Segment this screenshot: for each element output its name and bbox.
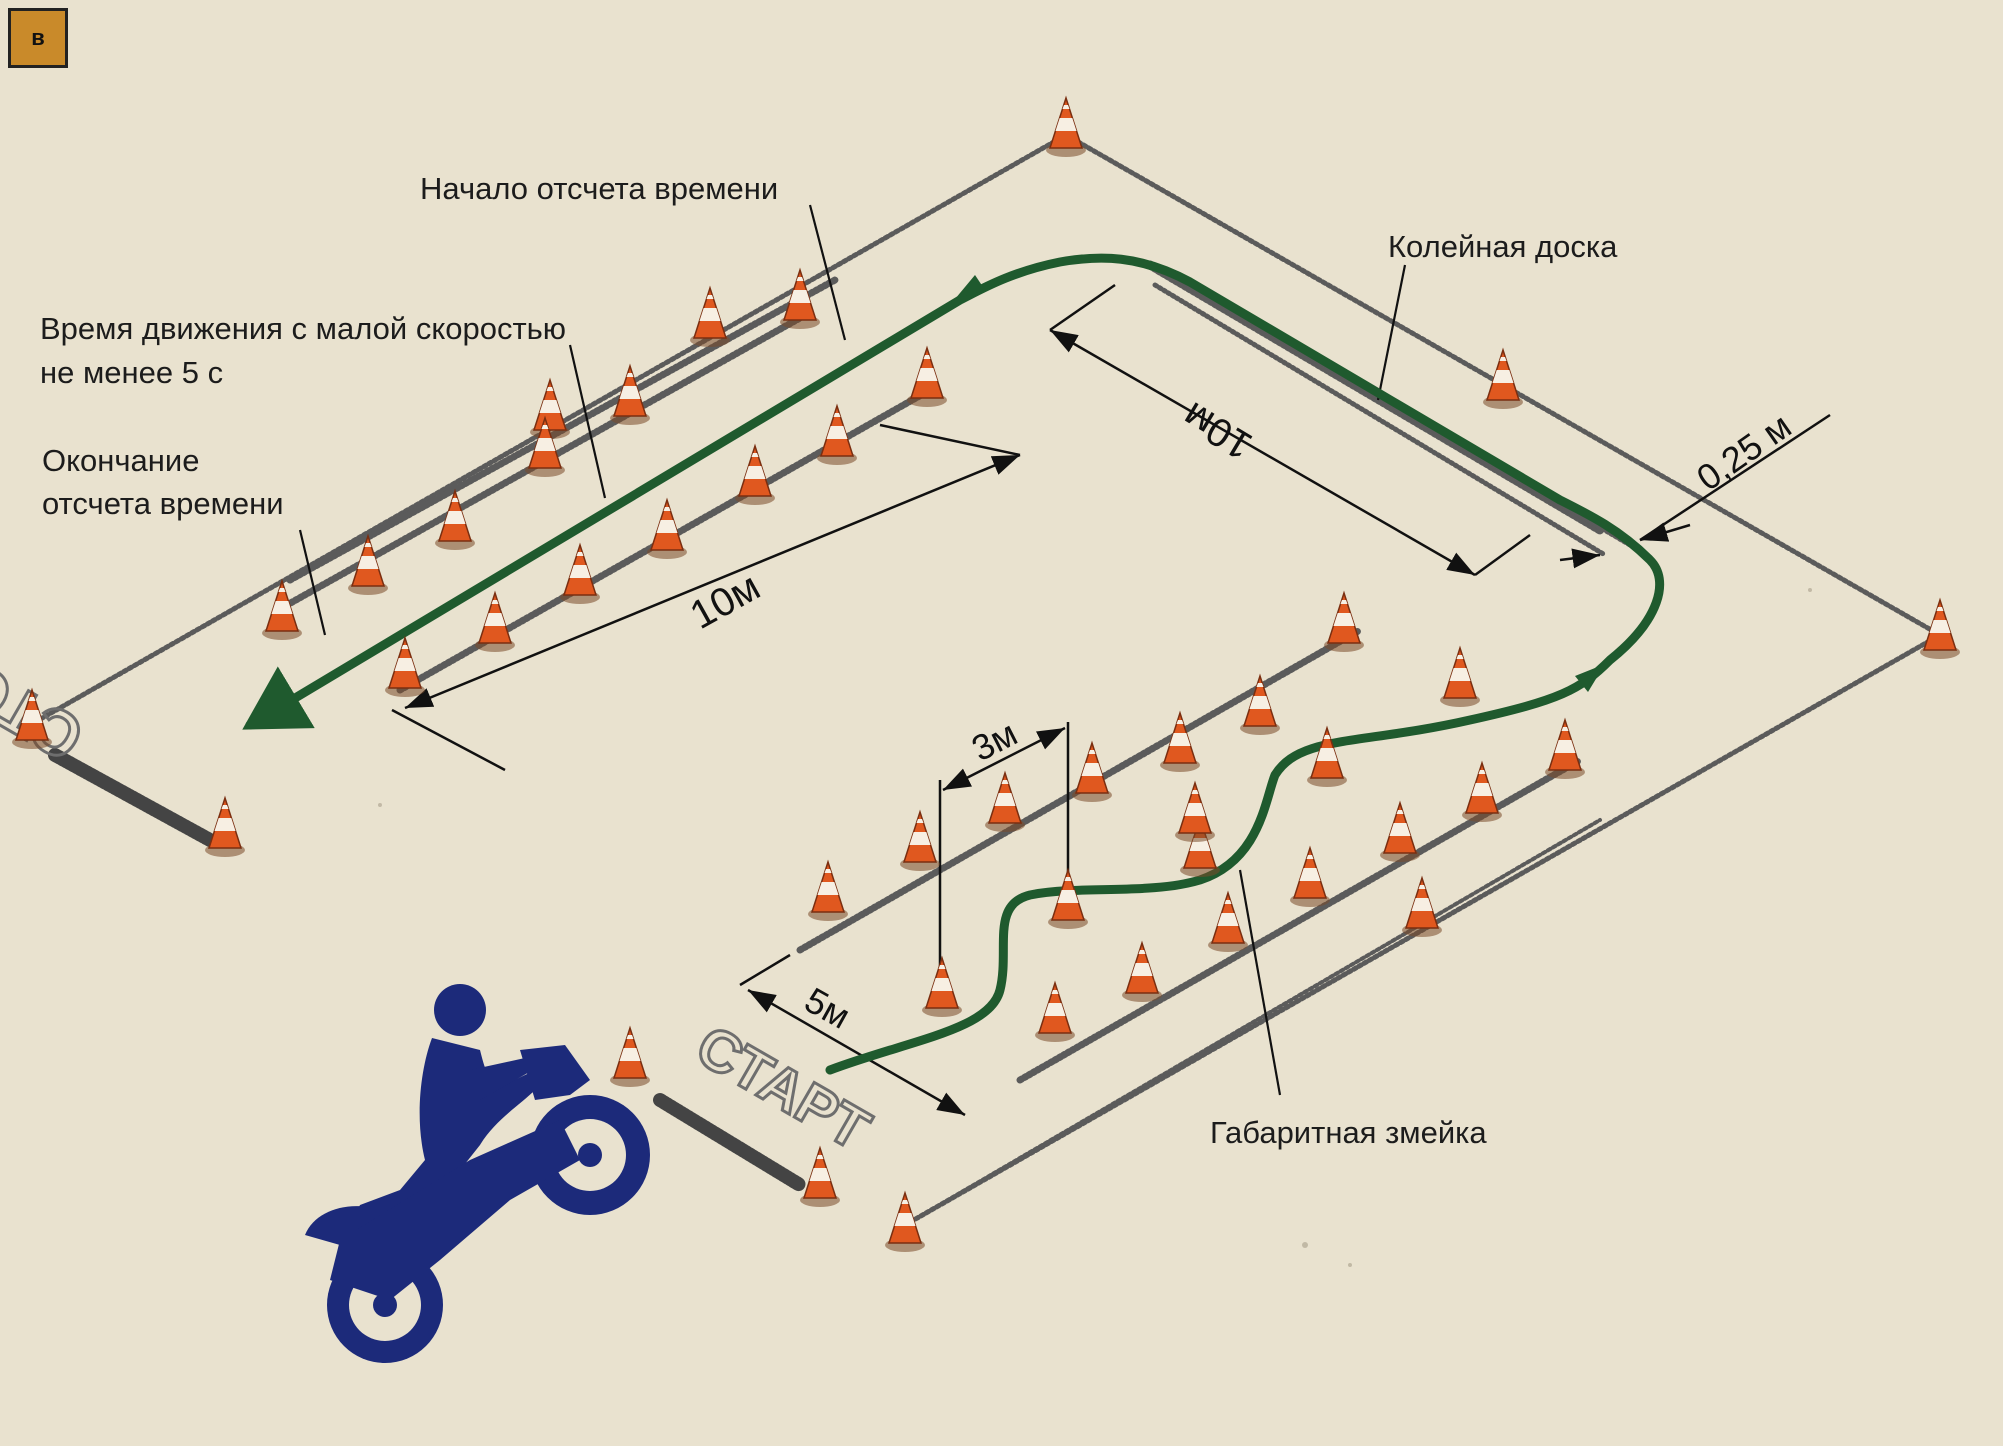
traffic-cone-icon [1379, 802, 1421, 863]
traffic-cone-icon [204, 797, 246, 858]
traffic-cone-icon [884, 1192, 926, 1253]
traffic-cone-icon [1121, 942, 1163, 1003]
traffic-cone-icon [734, 445, 776, 506]
timing-end-label-line2: отсчета времени [42, 486, 284, 521]
timing-end-label-line1: Окончание [42, 443, 200, 478]
figure-badge: в [8, 8, 68, 68]
traffic-cone-icon [1401, 877, 1443, 938]
traffic-cone-icon [1239, 675, 1281, 736]
route-mid-arrow [955, 275, 985, 299]
snake-spacing-label: 3м [965, 712, 1024, 769]
slow-time-label-line1: Время движения с малой скоростью [40, 311, 567, 346]
gabarit-snake-label: Габаритная змейка [1210, 1115, 1487, 1150]
track-board-label: Колейная доска [1388, 229, 1618, 264]
paper-speckles [378, 588, 1812, 1267]
route-mid-arrow [1575, 664, 1605, 692]
route-path [242, 253, 1665, 1075]
traffic-cone-icon [799, 1147, 841, 1208]
traffic-cone-icon [1439, 647, 1481, 708]
traffic-cone-icon [807, 861, 849, 922]
motorcycle-rider-icon [305, 984, 650, 1363]
traffic-cone-icon [529, 379, 571, 440]
traffic-cone-icon [1207, 892, 1249, 953]
traffic-cone-icon [689, 287, 731, 348]
snake-entry-label: 5м [798, 979, 857, 1037]
traffic-cone-icon [609, 1027, 651, 1088]
traffic-cone-icon [1174, 782, 1216, 843]
traffic-cone-icon [899, 811, 941, 872]
traffic-cone-icon [921, 957, 963, 1018]
traffic-cone-icon [906, 347, 948, 408]
traffic-cone-icon [984, 772, 1026, 833]
traffic-cone-icon [1323, 592, 1365, 653]
timing-start-label: Начало отсчета времени [420, 171, 779, 206]
board-gap-label: 0,25 м [1689, 405, 1798, 499]
traffic-cone-icon [1034, 982, 1076, 1043]
traffic-cone-icon [384, 637, 426, 698]
board-length-label: 10м [1175, 393, 1259, 468]
traffic-cone-icon [1045, 97, 1087, 158]
traffic-cone-icon [1544, 719, 1586, 780]
traffic-cone-icon [1461, 762, 1503, 823]
dimension-lines [391, 283, 1831, 1117]
cones [11, 97, 1961, 1253]
traffic-cone-icon [1289, 847, 1331, 908]
traffic-cone-icon [1047, 869, 1089, 930]
lane-length-label: 10м [683, 564, 767, 637]
slow-time-label-line2: не менее 5 с [40, 355, 224, 390]
traffic-cone-icon [1306, 727, 1348, 788]
traffic-cone-icon [474, 592, 516, 653]
leader-lines [298, 204, 1407, 1096]
stop-marking: СТОП [0, 624, 95, 775]
traffic-cone-icon [559, 544, 601, 605]
